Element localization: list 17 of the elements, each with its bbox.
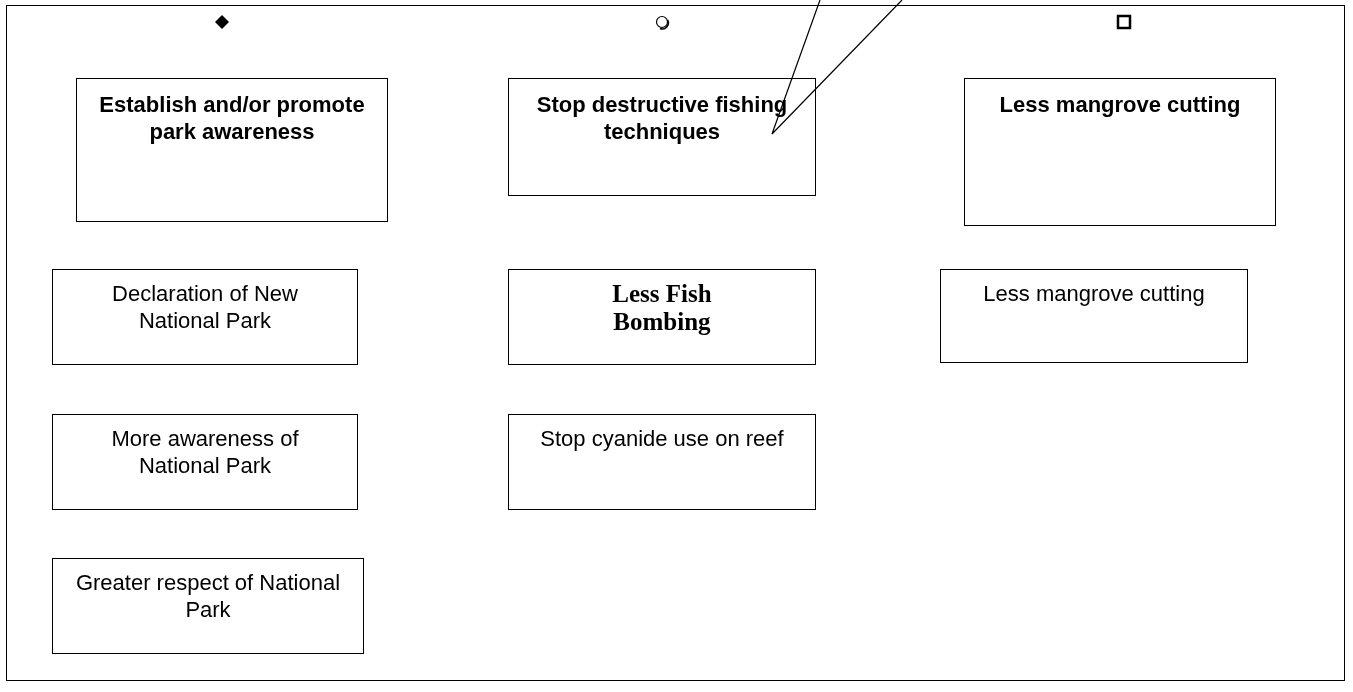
outcome-box [52,558,364,654]
heading-box [964,78,1276,226]
heading-box [508,78,816,196]
outcome-box [508,414,816,510]
outcome-box [52,414,358,510]
heading-box [76,78,388,222]
box-text: More awareness of National Park [110,425,300,479]
outcome-box [940,269,1248,363]
box-text: Stop cyanide use on reef [540,425,784,452]
outcome-box [52,269,358,365]
box-text: Greater respect of National Park [74,569,342,623]
box-text: Declaration of New National Park [111,280,299,334]
box-text: Less mangrove cutting [983,280,1205,307]
box-text: Less mangrove cutting [999,91,1241,118]
box-text: Establish and/or promote park awareness [98,91,366,145]
outcome-box [508,269,816,365]
box-text: Less Fish Bombing [611,280,713,336]
